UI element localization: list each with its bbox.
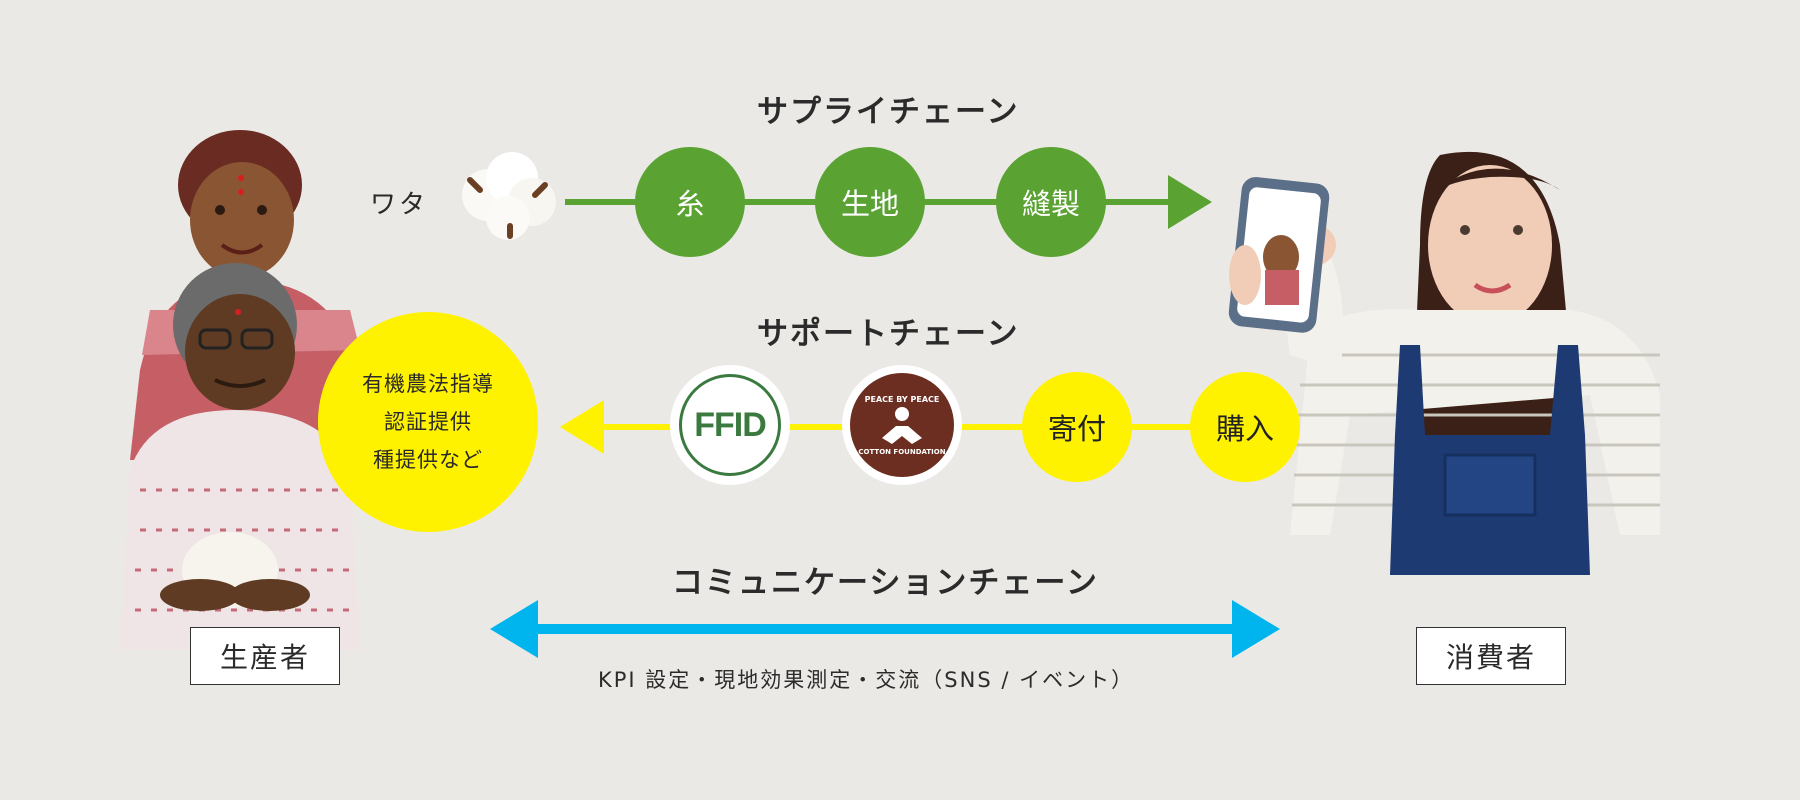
producer-label: 生産者 xyxy=(190,627,340,685)
support-item-organic-farming: 有機農法指導 xyxy=(362,365,494,403)
support-donation: 寄付 xyxy=(1022,372,1132,482)
supply-arrow-head xyxy=(1168,175,1212,229)
consumer-label: 消費者 xyxy=(1416,627,1566,685)
ffid-logo: FFID xyxy=(670,365,790,485)
peace-by-peace-logo: PEACE BY PEACE COTTON FOUNDATION xyxy=(842,365,962,485)
communication-arrow-right xyxy=(1232,600,1280,658)
foundation-logo-bottom-text: COTTON FOUNDATION xyxy=(858,448,945,456)
supply-step-fabric: 生地 xyxy=(815,147,925,257)
cotton-label: ワタ xyxy=(370,184,428,221)
support-arrow-head xyxy=(560,400,604,454)
communication-caption: KPI 設定・現地効果測定・交流（SNS / イベント） xyxy=(598,664,1134,694)
supply-step-yarn: 糸 xyxy=(635,147,745,257)
smartphone-illustration xyxy=(1225,175,1335,335)
communication-chain-heading: コミュニケーションチェーン xyxy=(672,557,1099,602)
support-chain-heading: サポートチェーン xyxy=(757,308,1019,353)
handshake-icon xyxy=(878,404,926,448)
supply-chain-heading: サプライチェーン xyxy=(757,86,1019,131)
ffid-logo-text: FFID xyxy=(694,406,766,445)
cotton-boll-icon xyxy=(450,140,570,250)
support-item-certification: 認証提供 xyxy=(384,403,472,441)
communication-arrow-left xyxy=(490,600,538,658)
farmer-support-bubble: 有機農法指導 認証提供 種提供など xyxy=(318,312,538,532)
support-purchase: 購入 xyxy=(1190,372,1300,482)
communication-chain-line xyxy=(530,624,1250,634)
support-item-seeds: 種提供など xyxy=(373,441,483,479)
foundation-logo-top-text: PEACE BY PEACE xyxy=(865,395,940,404)
supply-step-sewing: 縫製 xyxy=(996,147,1106,257)
